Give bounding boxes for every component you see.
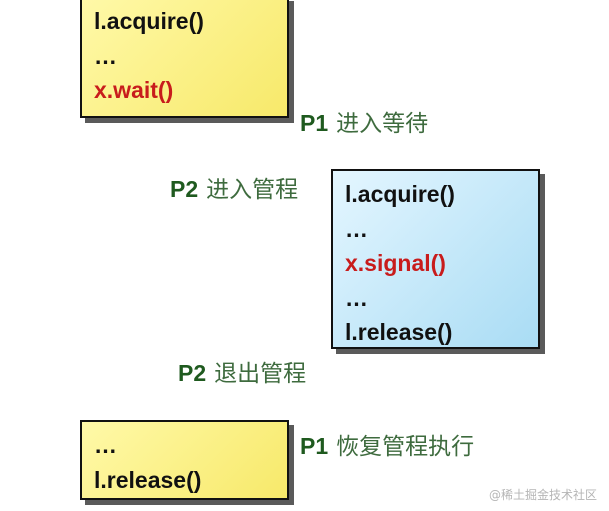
process-name: P1 <box>300 110 329 136</box>
label-text: 退出管程 <box>214 361 307 387</box>
code-line: … <box>94 432 117 458</box>
label-p1-resume: P1 恢复管程执行 <box>300 431 474 462</box>
code-line: … <box>345 215 368 242</box>
label-text: 进入等待 <box>336 111 429 137</box>
process-name: P2 <box>178 360 207 386</box>
code-box-p2-signal: l.acquire() … x.signal() … l.release() <box>331 169 540 349</box>
code-line: … <box>94 42 117 69</box>
code-line: … <box>345 284 368 311</box>
process-name: P2 <box>170 176 199 202</box>
label-text: 恢复管程执行 <box>336 434 475 460</box>
code-line-signal: x.signal() <box>345 250 446 276</box>
code-line: l.release() <box>345 319 453 345</box>
process-name: P1 <box>300 433 329 459</box>
label-text: 进入管程 <box>206 177 299 203</box>
code-box-p1-release: … l.release() <box>80 420 289 500</box>
label-p2-exit: P2 退出管程 <box>178 358 306 389</box>
code-line-wait: x.wait() <box>94 77 174 103</box>
code-line: l.acquire() <box>94 8 204 34</box>
label-p2-enter: P2 进入管程 <box>170 174 298 205</box>
code-line: l.acquire() <box>345 181 455 207</box>
label-p1-wait: P1 进入等待 <box>300 108 428 139</box>
code-line: l.release() <box>94 466 202 493</box>
watermark: @稀土掘金技术社区 <box>488 488 597 502</box>
code-box-p1-acquire: l.acquire() … x.wait() <box>80 0 289 118</box>
